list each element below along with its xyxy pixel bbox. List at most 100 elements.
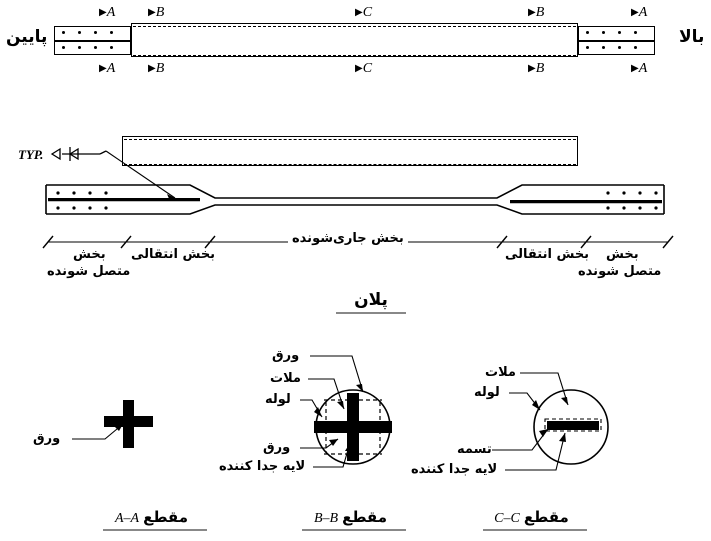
dim-label-right-connect-line2: متصل شونده	[578, 264, 662, 279]
section-aa-web	[123, 400, 134, 448]
section-cc-strap	[547, 421, 599, 430]
callout-tube: لوله	[265, 392, 291, 407]
bolt-dot	[94, 46, 97, 49]
bolt-dot	[586, 31, 589, 34]
callout-plate-top: ورق	[272, 348, 300, 363]
section-bb-web	[347, 393, 359, 461]
dim-label-right-transition: بخش انتقالی	[505, 247, 590, 262]
section-arrow-icon: ▶	[355, 7, 363, 18]
section-caption-bb: B–B مقطع	[302, 508, 406, 531]
section-mark-bottom-a-right: ▶A	[631, 61, 648, 76]
callout-debonding-layer: لایه جدا کننده	[219, 459, 306, 474]
bolt-dot	[62, 31, 65, 34]
section-cc-leader-strap	[492, 428, 549, 451]
bolt-dot	[586, 46, 589, 49]
section-mark-top-a-left: ▶A	[99, 5, 116, 20]
section-cc-leader-tube	[509, 392, 541, 411]
section-aa-leader-plate	[72, 423, 124, 440]
section-caption-aa: A–A مقطع	[103, 508, 207, 531]
bolt-dot	[78, 31, 81, 34]
dim-label-left-connect: بخش	[73, 247, 106, 262]
section-arrow-icon: ▶	[528, 63, 536, 74]
plan-core-outline-bottom	[46, 204, 664, 215]
section-arrow-icon: ▶	[148, 63, 156, 74]
section-aa-flange	[104, 416, 153, 427]
plan-casing-upper	[122, 136, 578, 166]
section-caption-underline	[483, 529, 587, 531]
section-cc-debonding-layer	[544, 418, 602, 432]
bolt-dot	[94, 31, 97, 34]
bolt-dot	[78, 46, 81, 49]
plan-bolt-dots-right	[606, 191, 658, 210]
section-caption-underline	[302, 529, 406, 531]
section-caption-underline	[103, 529, 207, 531]
bolt-dot	[634, 46, 637, 49]
callout-debonding-layer: لایه جدا کننده	[411, 462, 498, 477]
section-mark-top-b-left: ▶B	[148, 5, 165, 20]
section-arrow-icon: ▶	[148, 7, 156, 18]
section-mark-top-b-right: ▶B	[528, 5, 545, 20]
callout-mortar: ملات	[270, 371, 301, 386]
section-bb-flange	[314, 421, 392, 433]
dim-label-right-connect: بخش	[606, 247, 639, 262]
elevation-label-top-end: بالا	[679, 27, 705, 47]
section-bb-leader-debonding	[313, 442, 351, 468]
section-bb-leader-tube	[300, 399, 323, 418]
callout-tube: لوله	[474, 385, 500, 400]
section-bb-leader-plate-bottom	[300, 438, 339, 449]
section-cc-tube	[533, 389, 609, 465]
section-bb-tube	[315, 389, 391, 465]
callout-strap: تسمه	[457, 442, 492, 457]
plan-bolt-dots-left	[56, 191, 108, 210]
section-cc-geometry	[533, 389, 609, 465]
plan-title-underline	[336, 312, 406, 314]
plan-hidden-edge-bottom	[124, 163, 576, 165]
weld-leader-arrow	[167, 194, 175, 201]
section-aa-leader-arrow	[114, 424, 123, 431]
section-arrow-icon: ▶	[99, 63, 107, 74]
section-arrow-icon: ▶	[355, 63, 363, 74]
callout-plate-bottom: ورق	[263, 440, 291, 455]
bolt-dot	[618, 46, 621, 49]
section-mark-bottom-c: ▶C	[355, 61, 373, 76]
elevation-hidden-edge-top	[133, 25, 576, 27]
bolt-dot	[110, 46, 113, 49]
typ-weld-note: TYP.	[18, 147, 44, 162]
section-mark-bottom-b-right: ▶B	[528, 61, 545, 76]
section-arrow-icon: ▶	[631, 63, 639, 74]
elevation-left-core-bar	[54, 39, 131, 42]
bolt-dot	[62, 46, 65, 49]
bolt-dot	[602, 46, 605, 49]
callout-plate: ورق	[33, 431, 61, 446]
section-aa-geometry	[104, 400, 153, 448]
section-mark-bottom-b-left: ▶B	[148, 61, 165, 76]
dim-label-left-connect-line2: متصل شونده	[47, 264, 131, 279]
section-bb-debonding-layer	[324, 399, 382, 455]
section-caption-cc: C–C مقطع	[483, 508, 587, 531]
section-arrow-icon: ▶	[528, 7, 536, 18]
bolt-dot	[110, 31, 113, 34]
bolt-dot	[618, 31, 621, 34]
section-cc-leader-debonding	[505, 432, 566, 471]
callout-mortar: ملات	[485, 365, 516, 380]
elevation-casing	[131, 23, 578, 57]
elevation-right-core-bar	[578, 39, 655, 42]
plan-title: پلان	[336, 290, 406, 314]
section-bb-geometry	[314, 389, 392, 465]
section-arrow-icon: ▶	[631, 7, 639, 18]
section-bb-leader-plate-top	[310, 355, 364, 393]
weld-symbol-icon	[50, 147, 107, 161]
section-mark-top-a-right: ▶A	[631, 5, 648, 20]
bolt-dot	[634, 31, 637, 34]
section-mark-bottom-a-left: ▶A	[99, 61, 116, 76]
elevation-hidden-edge-bottom	[133, 54, 576, 56]
section-arrow-icon: ▶	[99, 7, 107, 18]
dim-label-yielding: بخش جاری‌شونده	[288, 232, 408, 245]
plan-core-outline-top	[46, 184, 664, 199]
section-mark-top-c: ▶C	[355, 5, 373, 20]
dim-label-left-transition: بخش انتقالی	[131, 247, 216, 262]
section-bb-leader-mortar	[308, 378, 345, 410]
elevation-label-bottom-end: پایین	[6, 27, 48, 47]
section-cc-leader-mortar	[520, 372, 569, 406]
